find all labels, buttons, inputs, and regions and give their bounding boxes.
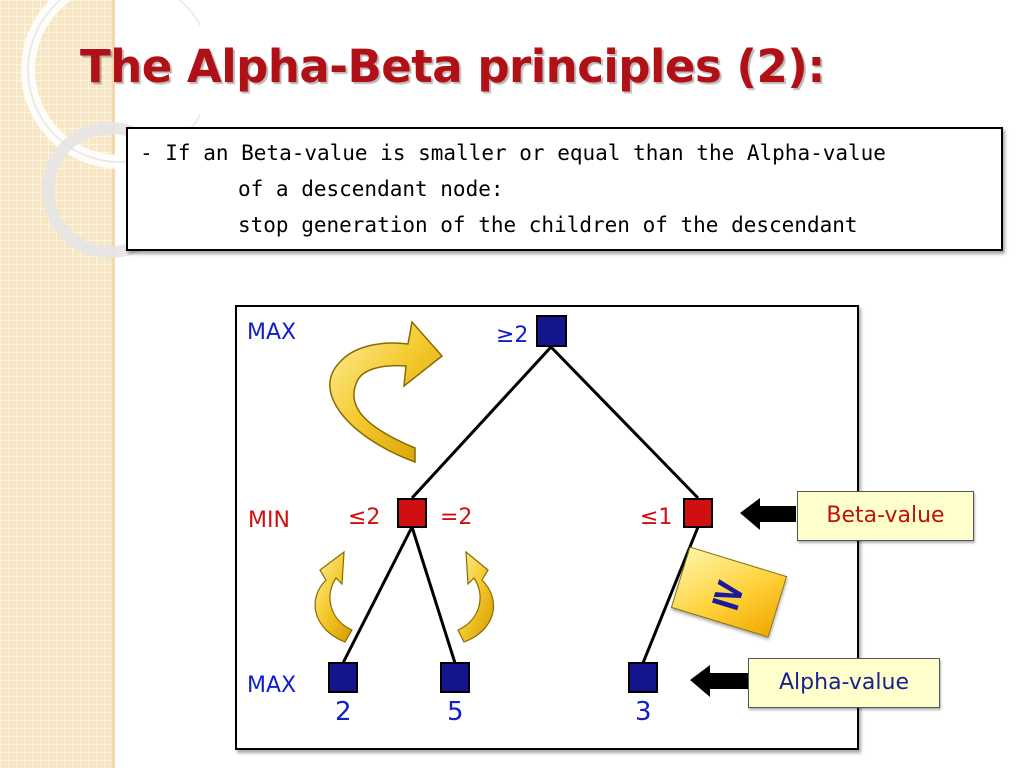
edge-minleft-leaf2 [410, 526, 457, 664]
leaf-value-2: 5 [447, 697, 464, 727]
leaf-max-node-3 [628, 662, 658, 693]
root-max-node [536, 315, 567, 347]
edge-root-minleft [410, 345, 553, 500]
min-left-value-label: ≤2 [348, 505, 380, 530]
side-band-edge [112, 0, 115, 768]
level-label-middle: MIN [248, 508, 290, 533]
min-node-left [397, 498, 427, 528]
propagation-arrow-large [329, 320, 444, 464]
rule-line-2: of a descendant node: [238, 177, 504, 201]
leaf-value-3: 3 [635, 697, 652, 727]
level-label-bottom: MAX [247, 673, 296, 698]
rule-box: - If an Beta-value is smaller or equal t… [126, 127, 1003, 251]
min-right-value-label: ≤1 [640, 505, 672, 530]
edge-minleft-leaf1 [341, 526, 414, 664]
min-node-right [683, 498, 713, 528]
rule-line-1: - If an Beta-value is smaller or equal t… [140, 141, 886, 165]
propagation-arrow-left [314, 550, 353, 643]
min-left-result-label: =2 [440, 505, 472, 530]
beta-pointer-arrow [740, 498, 796, 530]
leaf-value-1: 2 [335, 697, 352, 727]
beta-value-label: Beta-value [797, 491, 974, 541]
level-label-top: MAX [247, 320, 296, 345]
alpha-pointer-arrow [690, 665, 748, 697]
leaf-max-node-2 [440, 662, 470, 693]
root-value-label: ≥2 [496, 323, 528, 348]
edge-root-minright [549, 345, 700, 500]
leaf-max-node-1 [328, 662, 358, 693]
slide-title: The Alpha-Beta principles (2): [80, 40, 825, 93]
alpha-value-label: Alpha-value [748, 658, 940, 708]
rule-line-3: stop generation of the children of the d… [238, 213, 858, 237]
propagation-arrow-right [457, 550, 495, 643]
